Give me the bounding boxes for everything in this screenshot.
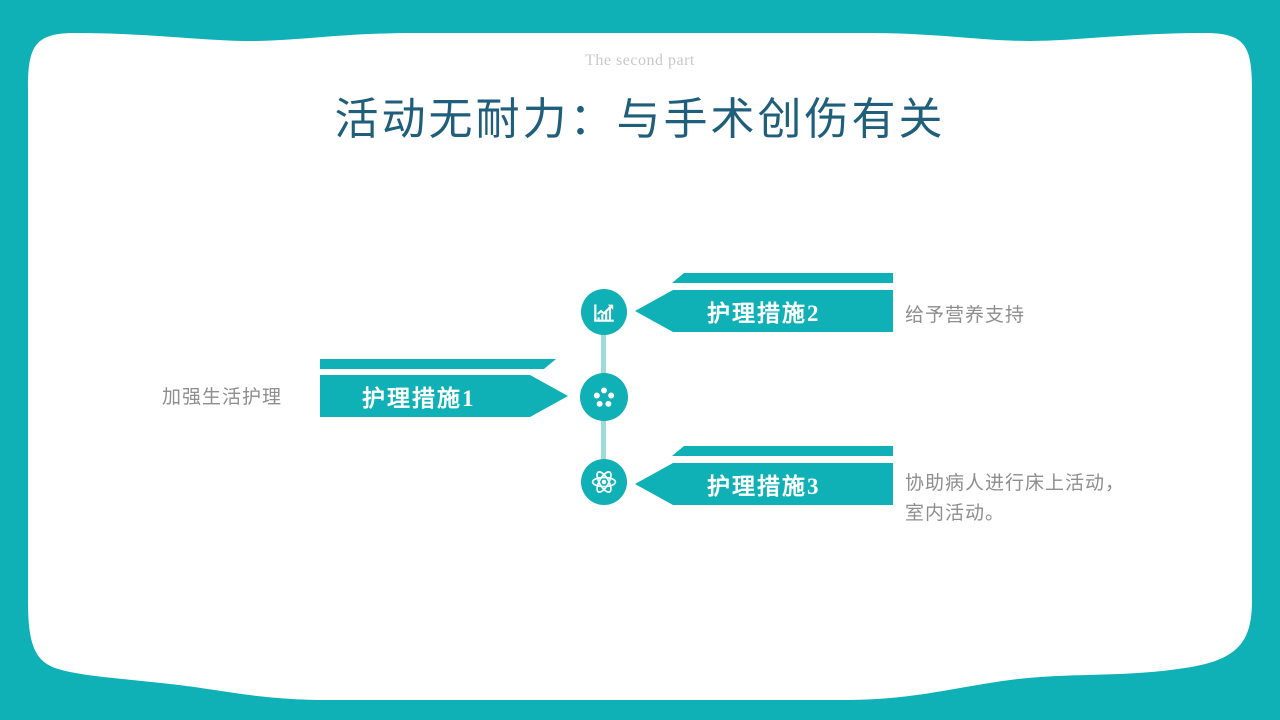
measure-3-label: 护理措施3	[707, 474, 821, 499]
measure-2-accent-bar	[672, 273, 893, 283]
measure-2-banner[interactable]: 护理措施2	[635, 290, 893, 332]
measure-2-caption: 给予营养支持	[905, 305, 1026, 326]
measure-2-node[interactable]	[581, 289, 627, 335]
measure-1-label: 护理措施1	[362, 386, 476, 411]
measure-3-node[interactable]	[581, 459, 627, 505]
measure-1-banner[interactable]: 护理措施1	[320, 375, 568, 417]
measure-2-label: 护理措施2	[707, 301, 821, 326]
measure-3-banner[interactable]: 护理措施3	[635, 463, 893, 505]
page-title: 活动无耐力：与手术创伤有关	[334, 95, 946, 144]
measure-1-caption: 加强生活护理	[162, 387, 283, 408]
measure-3-accent-bar	[672, 446, 893, 456]
growth-chart-icon	[591, 299, 617, 325]
measure-1-accent-bar	[320, 359, 556, 369]
slide-eyebrow: The second part	[585, 52, 695, 69]
slide-canvas	[28, 33, 1252, 700]
measure-3-caption: 协助病人进行床上活动， 室内活动。	[905, 473, 1126, 524]
dots-circle-icon	[590, 383, 618, 411]
atom-icon	[590, 468, 618, 496]
measure-1-node[interactable]	[580, 373, 628, 421]
